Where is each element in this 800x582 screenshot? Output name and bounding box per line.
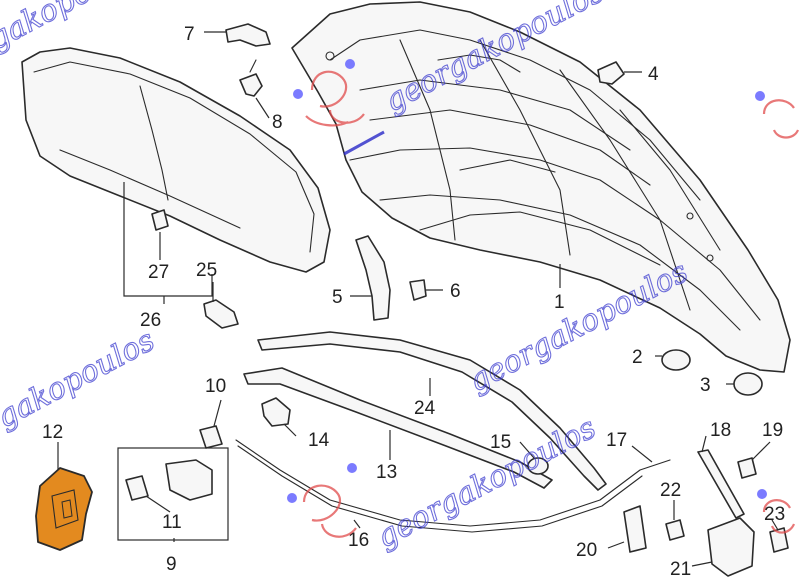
part-12-highlighted: [35, 467, 93, 551]
callout-12: 12: [42, 422, 63, 443]
callout-16: 16: [348, 530, 369, 551]
callout-27: 27: [148, 262, 169, 283]
watermark-text-right: georgakopoulos: [463, 254, 693, 399]
callout-5: 5: [332, 287, 343, 308]
callout-9: 9: [166, 554, 177, 575]
callout-3: 3: [700, 375, 711, 396]
part-4-bumper: [597, 61, 625, 85]
callout-20: 20: [576, 540, 597, 561]
hood-panel: [291, 1, 791, 373]
part-13-rod: [243, 367, 553, 489]
hood-insulation-pad: [21, 47, 331, 273]
callout-21: 21: [670, 559, 691, 580]
part-2-bumper: [661, 349, 691, 371]
part-10-bolt: [199, 425, 223, 449]
callout-26: 26: [140, 310, 161, 331]
callout-1: 1: [554, 292, 565, 313]
part-23-switch: [769, 527, 789, 553]
callout-22: 22: [660, 480, 681, 501]
callout-24: 24: [414, 398, 436, 419]
callout-4: 4: [648, 64, 659, 85]
callout-17: 17: [606, 430, 627, 451]
callout-25: 25: [196, 260, 217, 281]
watermark-logo-right: [755, 91, 800, 139]
callout-numbers: 7 8 4 5 6 1 27 25 26 2 3 10 24 14 13 15 …: [42, 24, 785, 580]
leader-lines: [57, 31, 779, 567]
part-3-bumper: [733, 372, 763, 396]
callout-23: 23: [764, 504, 785, 525]
part-22-bolt: [665, 519, 685, 541]
callout-7: 7: [184, 24, 195, 45]
part-24-seal: [257, 331, 607, 491]
watermark-text-bottom: georgakopoulos: [371, 410, 601, 555]
callout-13: 13: [376, 462, 397, 483]
box-9: [117, 447, 229, 541]
part-15-grommet: [527, 457, 549, 475]
part-25-clip: [203, 299, 239, 329]
callout-11: 11: [162, 512, 182, 533]
callout-18: 18: [710, 420, 731, 441]
callout-10: 10: [205, 376, 226, 397]
watermark-logo-top: [293, 59, 385, 156]
callout-19: 19: [762, 420, 783, 441]
lead-26: [123, 182, 213, 304]
callout-6: 6: [450, 281, 461, 302]
callout-8: 8: [272, 112, 283, 133]
part-18-cable-end: [697, 449, 745, 519]
part-7-clip: [225, 23, 271, 47]
part-21-latch: [707, 517, 755, 577]
part-16-release-cable: [235, 439, 671, 527]
part-6-bolt: [409, 279, 427, 301]
part-20-handle: [623, 505, 647, 553]
watermark-text-left: gakopoulos: [0, 323, 160, 435]
part-11-clips: [125, 459, 213, 501]
part-14-clip: [261, 397, 291, 427]
watermark-logo-corner: [757, 489, 796, 534]
watermark-logo-bottom: [287, 463, 357, 538]
callout-14: 14: [308, 430, 330, 451]
part-5-bracket: [355, 235, 391, 321]
part-19-bumper: [737, 457, 757, 479]
callout-2: 2: [632, 347, 643, 368]
callout-15: 15: [490, 432, 511, 453]
part-27-clip: [151, 209, 169, 231]
part-8-bolt: [239, 59, 263, 97]
